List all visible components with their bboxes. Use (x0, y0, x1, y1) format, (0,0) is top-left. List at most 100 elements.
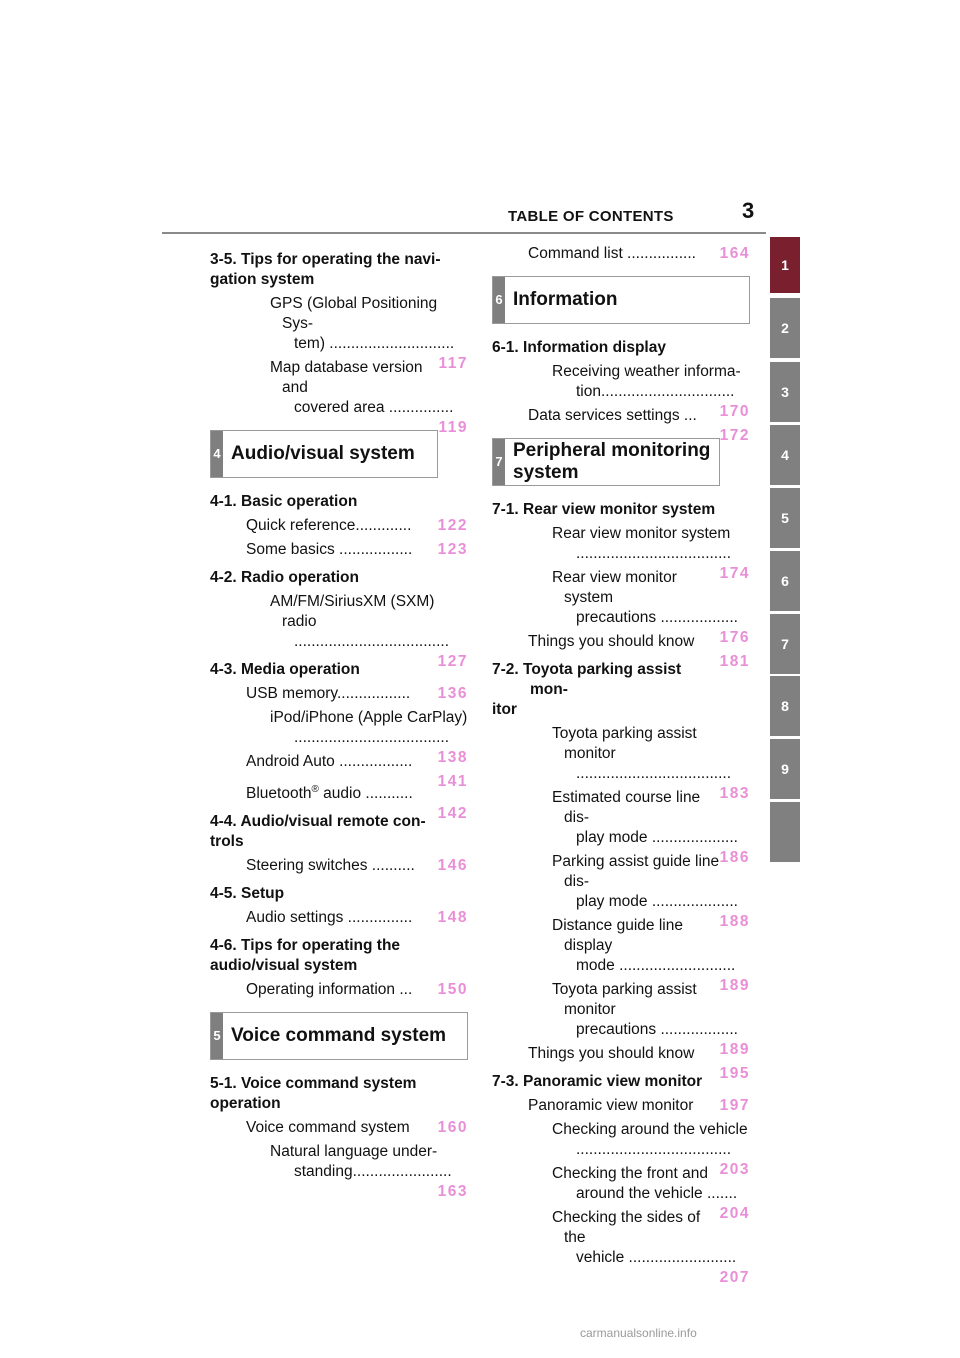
toc-entry[interactable]: Checking the front and around the vehicl… (552, 1165, 750, 1222)
page-ref[interactable]: 197 (719, 1097, 750, 1114)
chapter-tab-7[interactable]: 7 (770, 614, 800, 674)
toc-entry[interactable]: Estimated course line dis- play mode ...… (552, 789, 750, 866)
chapter-tab-8[interactable]: 8 (770, 676, 800, 736)
chapter-number: 4 (211, 431, 223, 477)
page-ref[interactable]: 188 (719, 913, 750, 930)
chapter-title: Audio/visual system (231, 443, 415, 464)
toc-entry[interactable]: Data services settings ...172 (528, 407, 750, 444)
section-6-1: 6-1. Information display (492, 339, 666, 356)
page-ref[interactable]: 138 (437, 749, 468, 766)
chapter-number: 5 (211, 1013, 223, 1060)
section-4-5: 4-5. Setup (210, 885, 285, 903)
watermark: carmanualsonline.info (580, 1326, 697, 1340)
page-ref[interactable]: 183 (719, 785, 750, 802)
page-ref[interactable]: 204 (719, 1205, 750, 1222)
page-ref[interactable]: 123 (437, 541, 468, 558)
page-ref[interactable]: 170 (719, 403, 750, 420)
page-ref[interactable]: 203 (719, 1161, 750, 1178)
toc-entry[interactable]: Android Auto .................141 (246, 753, 468, 790)
page-ref[interactable]: 174 (719, 565, 750, 582)
page-ref[interactable]: 136 (437, 685, 468, 702)
chapter-number: 7 (493, 439, 505, 485)
chapter-box-4[interactable]: 4 Audio/visual system (210, 430, 439, 478)
chapter-tab-10[interactable] (770, 802, 800, 862)
page-ref[interactable]: 186 (719, 849, 750, 866)
toc-entry[interactable]: Distance guide line display mode .......… (552, 917, 750, 994)
toc-entry[interactable]: Checking around the vehicle ............… (552, 1121, 750, 1178)
toc-entry[interactable]: Quick reference.............122 (246, 517, 468, 534)
chapter-box-6[interactable]: 6 Information (492, 276, 750, 324)
toc-entry[interactable]: Receiving weather informa- tion.........… (552, 363, 750, 420)
section-4-3: 4-3. Media operation (210, 661, 360, 678)
chapter-number: 6 (493, 277, 505, 323)
chapter-title: Voice command system (231, 1025, 447, 1047)
toc-entry[interactable]: GPS (Global Positioning Sys- tem) ......… (270, 295, 468, 372)
toc-entry[interactable]: Toyota parking assist monitor ..........… (552, 725, 750, 802)
chapter-tab-5[interactable]: 5 (770, 488, 800, 548)
toc-entry[interactable]: Natural language under- standing........… (270, 1143, 468, 1201)
toc-entry[interactable]: USB memory.................136 (246, 685, 468, 702)
chapter-tab-1[interactable]: 1 (770, 237, 800, 293)
header-rule (162, 232, 766, 234)
toc-right-column: Command list ................164 6 Infor… (492, 242, 750, 1288)
page-ref[interactable]: 172 (719, 427, 750, 444)
page-ref[interactable]: 141 (437, 773, 468, 790)
toc-entry[interactable]: Some basics .................123 (246, 541, 468, 558)
toc-entry[interactable]: Rear view monitor system ...............… (552, 525, 750, 582)
page-ref[interactable]: 207 (719, 1269, 750, 1286)
page-number: 3 (742, 198, 755, 223)
toc-entry[interactable]: Bluetooth® audio ...........142 (246, 784, 468, 823)
page-ref[interactable]: 181 (719, 653, 750, 670)
section-7-3: 7-3. Panoramic view monitor (492, 1073, 703, 1090)
chapter-box-5[interactable]: 5 Voice command system (210, 1012, 468, 1061)
page-ref[interactable]: 160 (437, 1119, 468, 1137)
chapter-tab-3[interactable]: 3 (770, 362, 800, 422)
page-ref[interactable]: 176 (719, 629, 750, 646)
toc-left-column: 3-5. Tips for operating the navi- gation… (210, 242, 468, 1202)
toc-entry[interactable]: AM/FM/SiriusXM (SXM) radio .............… (270, 593, 468, 670)
toc-entry[interactable]: iPod/iPhone (Apple CarPlay) ............… (270, 709, 468, 766)
chapter-tab-4[interactable]: 4 (770, 425, 800, 485)
page-ref[interactable]: 146 (437, 857, 468, 875)
page-ref[interactable]: 164 (719, 245, 750, 262)
toc-entry[interactable]: Steering switches ..........146 (246, 857, 468, 875)
page-ref[interactable]: 122 (437, 517, 468, 534)
toc-entry[interactable]: Audio settings ...............148 (246, 909, 468, 927)
toc-entry[interactable]: Checking the sides of the vehicle ......… (552, 1209, 750, 1286)
page-ref[interactable]: 142 (437, 805, 468, 823)
page-ref[interactable]: 189 (719, 1041, 750, 1058)
section-4-1: 4-1. Basic operation (210, 493, 358, 510)
toc-entry[interactable]: Command list ................164 (528, 245, 750, 262)
toc-entry[interactable]: Rear view monitor system precautions ...… (552, 569, 750, 646)
section-4-2: 4-2. Radio operation (210, 569, 359, 586)
chapter-tab-2[interactable]: 2 (770, 298, 800, 358)
page-header-title: TABLE OF CONTENTS (508, 208, 674, 225)
chapter-tab-9[interactable]: 9 (770, 739, 800, 799)
toc-entry[interactable]: Map database version and covered area ..… (270, 359, 468, 436)
page-ref[interactable]: 117 (438, 355, 468, 372)
section-4-4: 4-4. Audio/visual remote con- trols (210, 813, 426, 851)
page-ref[interactable]: 195 (719, 1065, 750, 1082)
toc-entry[interactable]: Parking assist guide line dis- play mode… (552, 853, 750, 930)
page-ref[interactable]: 119 (438, 419, 468, 436)
toc-entry[interactable]: Toyota parking assist monitor precaution… (552, 981, 750, 1058)
section-3-5: 3-5. Tips for operating the navi- gation… (210, 251, 441, 288)
page-ref[interactable]: 148 (437, 909, 468, 927)
page-ref[interactable]: 189 (719, 977, 750, 994)
page-ref[interactable]: 127 (437, 653, 468, 670)
section-7-2: 7-2. Toyota parking assist mon- itor (492, 661, 682, 718)
toc-entry[interactable]: Operating information ...150 (246, 981, 468, 999)
section-5-1: 5-1. Voice command system operation (210, 1075, 417, 1113)
section-4-6: 4-6. Tips for operating the audio/visual… (210, 937, 401, 975)
chapter-tab-6[interactable]: 6 (770, 551, 800, 611)
page-ref[interactable]: 163 (437, 1183, 468, 1201)
chapter-title: Information (513, 289, 618, 310)
section-7-1: 7-1. Rear view monitor system (492, 501, 716, 518)
page-ref[interactable]: 150 (437, 981, 468, 999)
